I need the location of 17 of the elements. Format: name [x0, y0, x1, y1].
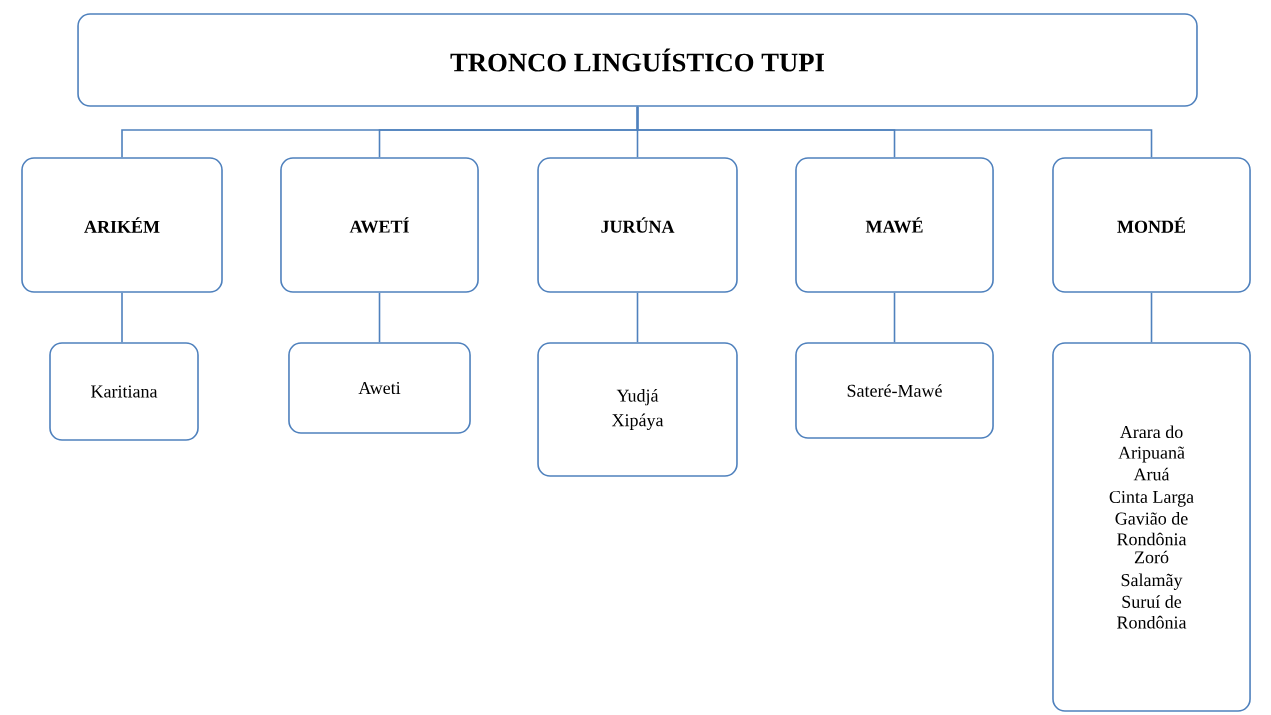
language-box: Karitiana — [49, 342, 199, 441]
family-box: JURÚNA — [537, 157, 738, 293]
connector-line — [636, 292, 639, 343]
language-box: Arara do Aripuanã Aruá Cinta Larga Gavião de Rondônia Zoró Salamãy Suruí de Rondônia — [1052, 342, 1251, 712]
family-box: MAWÉ — [795, 157, 994, 293]
title-box: TRONCO LINGUÍSTICO TUPI — [77, 13, 1198, 107]
family-box: ARIKÉM — [21, 157, 223, 293]
connector-line — [1150, 292, 1153, 343]
language-box: Sateré-Mawé — [795, 342, 994, 439]
connector-line — [893, 292, 896, 344]
language-box: Aweti — [288, 342, 471, 434]
connector-line — [121, 292, 123, 343]
family-box: AWETÍ — [280, 157, 479, 293]
connector-line — [378, 292, 381, 343]
language-box: Yudjá Xipáya — [537, 342, 738, 477]
connector-line — [636, 106, 1153, 158]
family-box: MONDÉ — [1052, 157, 1251, 293]
